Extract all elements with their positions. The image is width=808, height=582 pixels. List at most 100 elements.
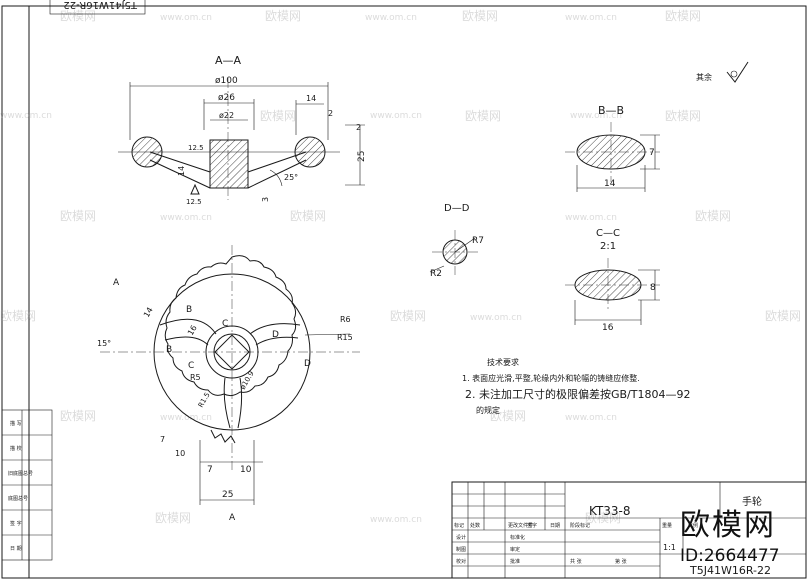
- svg-text:www.om.cn: www.om.cn: [160, 13, 212, 23]
- svg-text:欧模网: 欧模网: [465, 109, 501, 123]
- svg-text:批准: 批准: [510, 558, 520, 565]
- dim-d26: ø26: [218, 93, 235, 103]
- svg-text:签 字: 签 字: [10, 520, 22, 527]
- svg-text:欧模网: 欧模网: [60, 409, 96, 423]
- svg-text:14: 14: [177, 166, 186, 176]
- svg-text:D: D: [272, 330, 279, 340]
- svg-text:10: 10: [240, 465, 252, 475]
- svg-text:16: 16: [602, 323, 614, 333]
- svg-text:www.om.cn: www.om.cn: [565, 213, 617, 223]
- svg-text:底图总号: 底图总号: [8, 495, 28, 502]
- svg-text:R7: R7: [472, 236, 484, 246]
- svg-text:设计: 设计: [456, 534, 466, 541]
- svg-text:B: B: [166, 345, 172, 355]
- svg-text:技术要求: 技术要求: [487, 357, 519, 367]
- roughness-note: 其余: [696, 61, 749, 83]
- svg-text:欧模网: 欧模网: [695, 209, 731, 223]
- svg-text:签字: 签字: [527, 522, 537, 529]
- svg-text:欧模网: 欧模网: [665, 9, 701, 23]
- svg-text:标准化: 标准化: [510, 534, 525, 541]
- svg-text:日期: 日期: [550, 523, 560, 529]
- dim-14: 14: [306, 94, 316, 103]
- svg-text:KT33-8: KT33-8: [589, 504, 631, 518]
- svg-text:R2: R2: [430, 269, 442, 279]
- svg-text:7: 7: [160, 435, 165, 444]
- svg-text:25°: 25°: [284, 173, 298, 182]
- svg-text:更改文件号: 更改文件号: [508, 522, 533, 529]
- svg-text:A: A: [229, 513, 236, 523]
- svg-text:R1.5: R1.5: [197, 391, 212, 409]
- svg-text:7: 7: [207, 465, 213, 475]
- svg-text:D: D: [304, 359, 311, 369]
- svg-text:10: 10: [175, 449, 185, 458]
- svg-text:共 张: 共 张: [570, 558, 582, 565]
- svg-text:欧模网: 欧模网: [0, 309, 36, 323]
- dim-25: 25: [357, 151, 367, 162]
- svg-text:欧模网: 欧模网: [490, 409, 526, 423]
- svg-text:欧模网: 欧模网: [260, 109, 296, 123]
- svg-text:C: C: [188, 361, 194, 371]
- svg-text:其余: 其余: [696, 72, 712, 82]
- brand-name: 欧模网: [680, 508, 776, 543]
- svg-text:审定: 审定: [510, 546, 520, 553]
- svg-text:日 期: 日 期: [10, 546, 22, 552]
- svg-text:14: 14: [604, 179, 616, 189]
- svg-text:比例: 比例: [688, 522, 698, 529]
- section-cc-view: C—C 2:1 16 8: [565, 228, 660, 333]
- svg-text:欧模网: 欧模网: [462, 9, 498, 23]
- svg-text:R5: R5: [190, 373, 201, 382]
- svg-text:3: 3: [261, 197, 270, 202]
- technical-notes: 技术要求 1. 表面应光滑,平整,轮缘内外和轮幅的铸缝应修整. 2. 未注加工尺…: [462, 357, 690, 415]
- svg-text:R15: R15: [337, 333, 353, 342]
- top-stamp: T5J41W16R-22 P: [49, 0, 146, 15]
- section-dd-view: D—D R7 R2: [429, 203, 484, 279]
- svg-text:12.5: 12.5: [188, 144, 204, 152]
- svg-text:www.om.cn: www.om.cn: [160, 413, 212, 423]
- svg-text:制图: 制图: [456, 546, 466, 553]
- svg-text:14: 14: [142, 306, 155, 319]
- svg-text:的规定: 的规定: [476, 405, 500, 415]
- svg-text:B—B: B—B: [598, 104, 624, 117]
- svg-text:R6: R6: [340, 315, 351, 324]
- svg-text:www.om.cn: www.om.cn: [470, 313, 522, 323]
- svg-text:校对: 校对: [456, 558, 466, 565]
- svg-text:重量: 重量: [662, 522, 672, 529]
- section-aa-view: A—A ø100 ø26 ø22 14 2 2 25 1: [118, 54, 367, 206]
- aa-title: A—A: [215, 54, 242, 67]
- dim-d100: ø100: [215, 76, 238, 86]
- svg-text:描 写: 描 写: [10, 420, 22, 427]
- svg-text:欧模网: 欧模网: [155, 511, 191, 525]
- svg-text:www.om.cn: www.om.cn: [565, 413, 617, 423]
- svg-text:阶段标记: 阶段标记: [570, 522, 590, 529]
- svg-text:D—D: D—D: [444, 203, 470, 214]
- svg-text:欧模网: 欧模网: [290, 209, 326, 223]
- svg-text:C: C: [222, 319, 228, 329]
- svg-text:欧模网: 欧模网: [765, 309, 801, 323]
- dim-d22: ø22: [219, 111, 234, 120]
- svg-text:2: 2: [328, 109, 333, 118]
- svg-text:7: 7: [649, 148, 655, 158]
- brand-badge: 欧模网 ID:2664477: [680, 500, 780, 566]
- svg-text:1:1: 1:1: [663, 543, 676, 552]
- svg-text:B: B: [186, 305, 192, 315]
- svg-text:www.om.cn: www.om.cn: [0, 111, 52, 121]
- svg-text:描 校: 描 校: [10, 445, 22, 452]
- svg-text:12.5: 12.5: [186, 198, 202, 206]
- svg-text:手轮: 手轮: [742, 495, 762, 508]
- svg-text:旧底图总号: 旧底图总号: [8, 470, 33, 477]
- svg-text:欧模网: 欧模网: [665, 109, 701, 123]
- svg-text:2. 未注加工尺寸的极限偏差按GB/T1804—92: 2. 未注加工尺寸的极限偏差按GB/T1804—92: [465, 387, 690, 401]
- svg-text:www.om.cn: www.om.cn: [370, 515, 422, 525]
- handwheel-front-view: A A B B C C D D R6 R15 15° R5 ø10.9 R1.5…: [97, 245, 360, 523]
- section-bb-view: B—B 14 7: [565, 104, 660, 192]
- svg-text:T5J41W16R-22: T5J41W16R-22: [63, 0, 138, 10]
- svg-text:15°: 15°: [97, 339, 111, 348]
- svg-text:欧模网: 欧模网: [265, 9, 301, 23]
- svg-text:第 张: 第 张: [615, 558, 627, 565]
- svg-text:25: 25: [222, 490, 233, 500]
- svg-text:8: 8: [650, 283, 656, 293]
- svg-text:欧模网: 欧模网: [60, 209, 96, 223]
- svg-text:A: A: [113, 278, 120, 288]
- svg-text:www.om.cn: www.om.cn: [565, 13, 617, 23]
